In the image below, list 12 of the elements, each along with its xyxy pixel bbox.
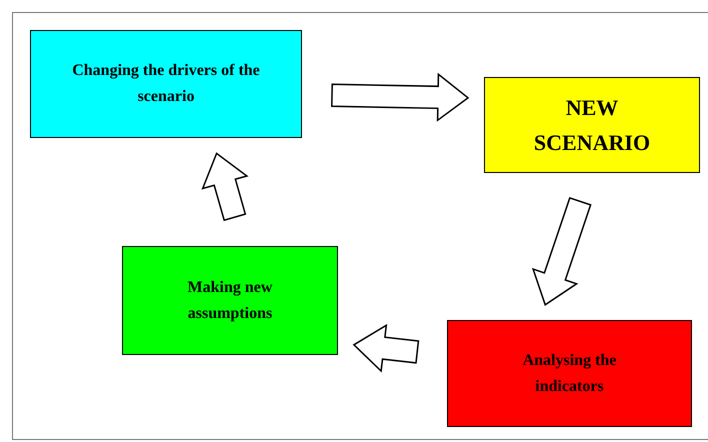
- process-box: [484, 77, 700, 173]
- block-arrow: [201, 152, 249, 222]
- block-arrow: [352, 324, 420, 373]
- box-label: Changing the drivers of the scenario: [71, 61, 261, 107]
- block-arrow: [532, 196, 592, 306]
- box-label: NEW SCENARIO: [532, 94, 652, 157]
- box-label: Making new assumptions: [186, 278, 274, 324]
- block-arrow: [331, 72, 470, 122]
- box-label: Analysing the indicators: [522, 350, 618, 396]
- process-box: [447, 320, 692, 427]
- process-box: [122, 246, 338, 355]
- process-box: [30, 30, 302, 138]
